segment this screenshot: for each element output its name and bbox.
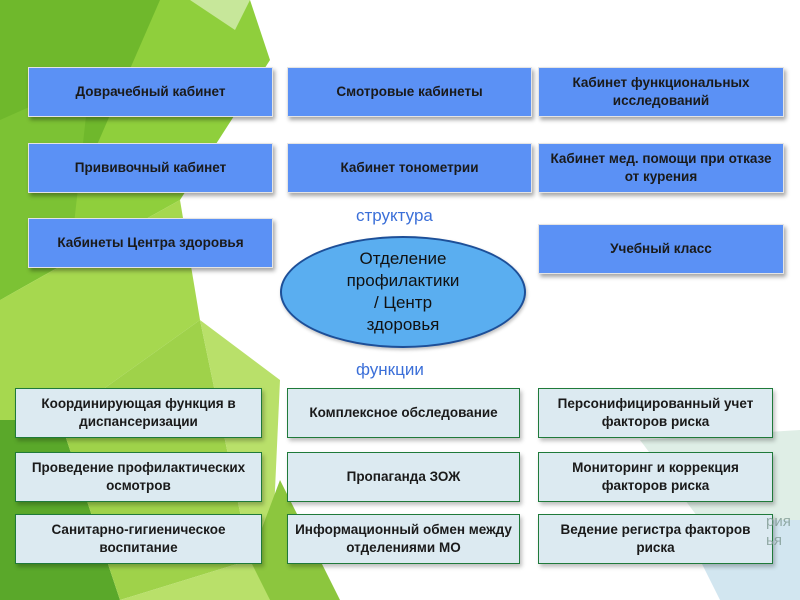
function-box-koordinatsia: Координирующая функция в диспансеризации <box>15 388 262 438</box>
structure-box-tonometria: Кабинет тонометрии <box>287 143 532 193</box>
structure-box-smotrovye: Смотровые кабинеты <box>287 67 532 117</box>
structure-box-dovrachebny: Доврачебный кабинет <box>28 67 273 117</box>
functions-label: функции <box>356 360 424 379</box>
partial-background-text: рия ья <box>766 512 791 550</box>
center-title-line-3: / Центр <box>373 293 433 312</box>
function-box-kompleksnoe: Комплексное обследование <box>287 388 520 438</box>
partial-text-line-1: рия <box>766 513 791 530</box>
function-box-monitoring: Мониторинг и коррекция факторов риска <box>538 452 773 502</box>
center-title-line-1: Отделение <box>359 249 447 268</box>
center-department-ellipse: Отделение профилактики / Центр здоровья <box>280 236 526 348</box>
structure-label: структура <box>356 206 433 225</box>
center-title-line-2: профилактики <box>346 271 460 290</box>
structure-box-privivochny: Прививочный кабинет <box>28 143 273 193</box>
partial-text-line-2: ья <box>766 532 782 549</box>
structure-box-funktsionalnye: Кабинет функциональных исследований <box>538 67 784 117</box>
function-box-informatsionny: Информационный обмен между отделениями М… <box>287 514 520 564</box>
center-title-line-4: здоровья <box>366 315 440 334</box>
function-box-sanitarno: Санитарно-гигиеническое воспитание <box>15 514 262 564</box>
function-box-propaganda-zozh: Пропаганда ЗОЖ <box>287 452 520 502</box>
function-box-personifitsirovanny: Персонифицированный учет факторов риска <box>538 388 773 438</box>
function-box-profosmotry: Проведение профилактических осмотров <box>15 452 262 502</box>
structure-box-uchebny-klass: Учебный класс <box>538 224 784 274</box>
function-box-registr: Ведение регистра факторов риска <box>538 514 773 564</box>
structure-box-otkaz-kurenia: Кабинет мед. помощи при отказе от курени… <box>538 143 784 193</box>
structure-box-centr-zdorovya: Кабинеты Центра здоровья <box>28 218 273 268</box>
